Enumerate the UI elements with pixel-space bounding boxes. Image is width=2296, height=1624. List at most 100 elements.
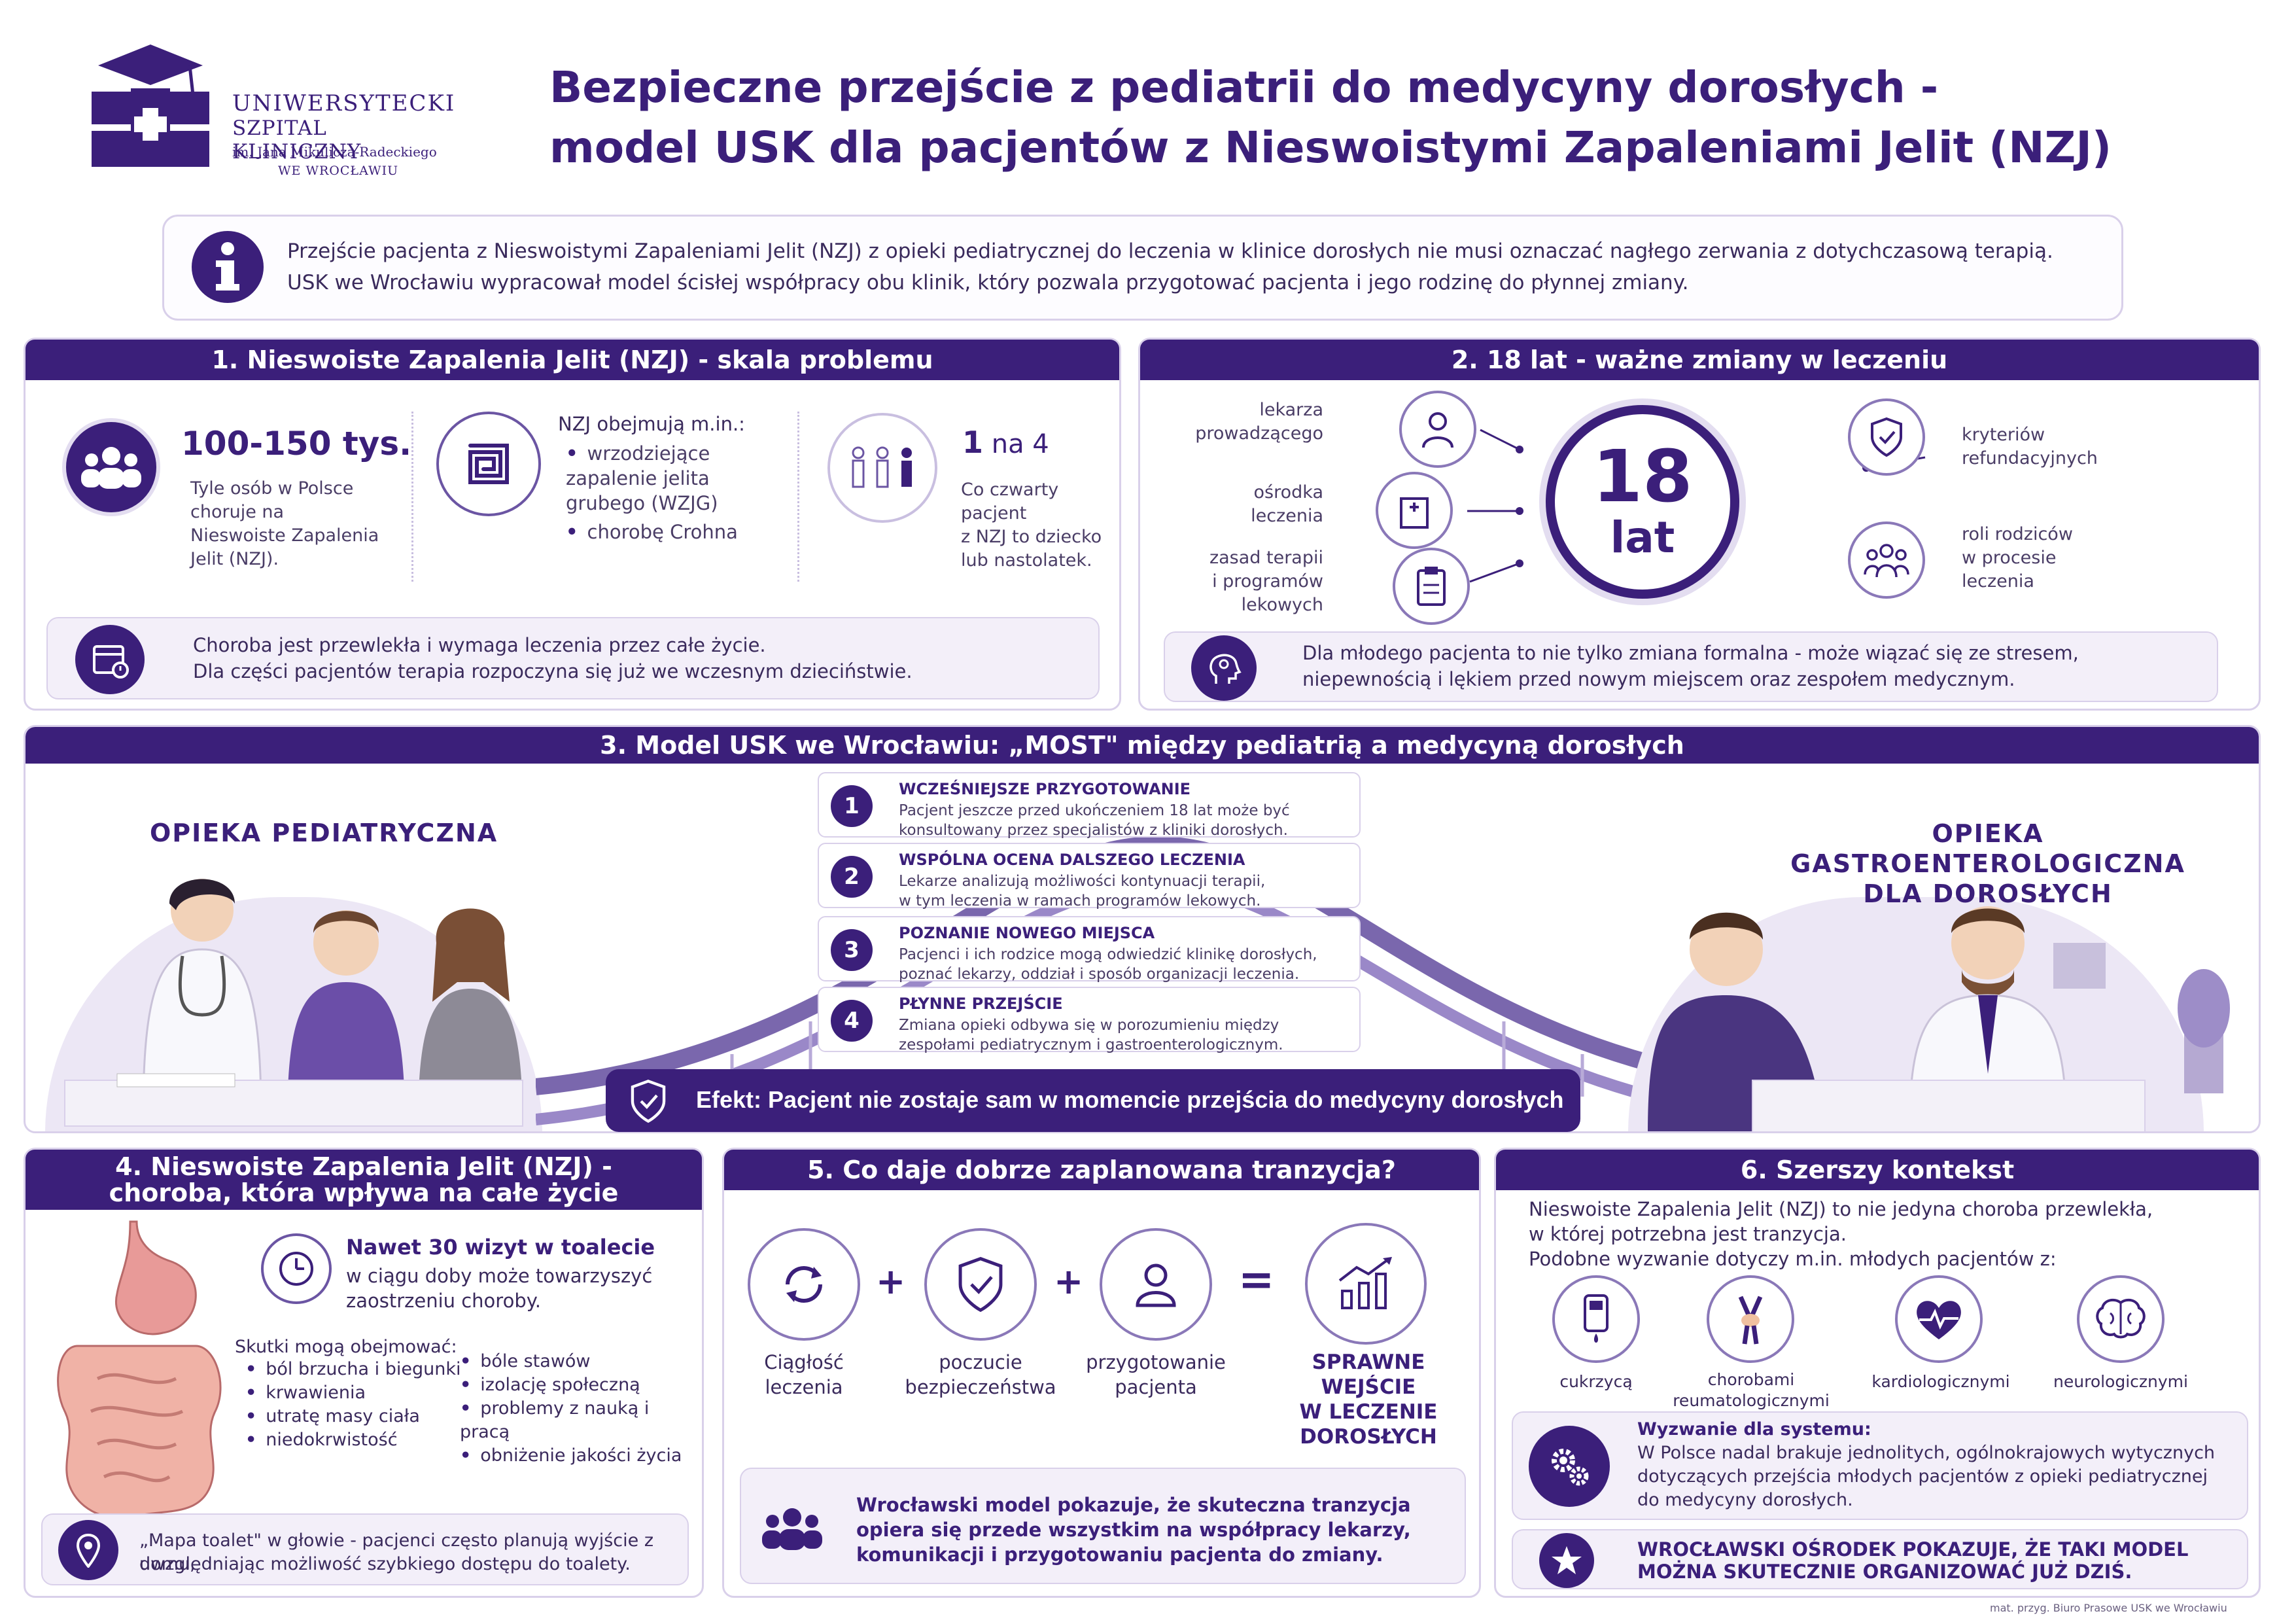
logo-line2: SZPITAL KLINICZNY <box>232 116 362 164</box>
note-line1: „Mapa toalet" w głowie - pacjenci często… <box>139 1530 653 1574</box>
note-text: Wrocławski model pokazuje, że skuteczna … <box>856 1492 1411 1567</box>
glucometer-icon <box>1552 1275 1640 1363</box>
section-2-heading: 2. 18 lat - ważne zmiany w leczeniu <box>1140 340 2259 380</box>
effects-item: bóle stawów <box>460 1350 702 1373</box>
step-number: 1 <box>831 785 873 827</box>
item-continuity: Ciągłość leczenia <box>737 1350 871 1400</box>
pediatric-illustration: OPIEKA PEDIATRYCZNA <box>26 819 568 1131</box>
pediatric-label: OPIEKA PEDIATRYCZNA <box>150 819 498 847</box>
hospital-icon <box>1376 472 1453 549</box>
includes-label: NZJ obejmują m.in.: <box>558 413 745 435</box>
step-text-line: Zmiana opieki odbywa się w porozumieniu … <box>899 1017 1279 1034</box>
effects-item: ból brzucha i biegunki <box>245 1358 461 1381</box>
item-preparation: przygotowanie pacjenta <box>1077 1350 1234 1400</box>
visits-text-line: w ciągu doby może towarzyszyć <box>346 1265 653 1287</box>
ratio-text-line: z NZJ to dziecko <box>961 527 1102 547</box>
step-card-3: 3 POZNANIE NOWEGO MIEJSCA Pacjenci i ich… <box>818 916 1361 983</box>
left-item-line: ośrodka <box>1253 482 1323 503</box>
context-line: Podobne wyzwanie dotyczy m.in. młodych p… <box>1529 1248 2057 1270</box>
ratio-number: 1 <box>962 425 984 460</box>
section-4-note: „Mapa toalet" w głowie - pacjenci często… <box>41 1513 689 1585</box>
heart-icon <box>1895 1275 1983 1363</box>
item-safety: poczucie bezpieczeństwa <box>896 1350 1066 1400</box>
item-line: poczucie <box>939 1351 1022 1373</box>
section-6-final: WROCŁAWSKI OŚRODEK POKAZUJE, ŻE TAKI MOD… <box>1512 1529 2248 1589</box>
item-line: bezpieczeństwa <box>905 1376 1056 1398</box>
ratio-text-line: Co czwarty <box>961 480 1059 500</box>
section-5-panel: 5. Co daje dobrze zaplanowana tranzycja?… <box>722 1148 1481 1598</box>
parents-icon <box>1848 521 1925 599</box>
step-text: Pacjent jeszcze przed ukończeniem 18 lat… <box>899 801 1350 840</box>
effects-list-2: bóle stawów izolację społeczną problemy … <box>460 1350 702 1468</box>
logo-line1: UNIWERSYTECKI <box>232 90 456 116</box>
person-icon <box>1100 1228 1212 1341</box>
divider <box>797 412 799 582</box>
stat-value: 100-150 tys. <box>181 425 412 463</box>
adult-label-line1: OPIEKA GASTROENTEROLOGICZNA <box>1790 819 2185 878</box>
effects-item: krwawienia <box>245 1381 461 1405</box>
clipboard-icon <box>1393 548 1470 625</box>
includes-list: wrzodziejące zapalenie jelita grubego (W… <box>566 441 775 544</box>
effect-banner: Efekt: Pacjent nie zostaje sam w momenci… <box>606 1069 1580 1132</box>
section-4-heading-line2: choroba, która wpływa na całe życie <box>109 1178 619 1207</box>
visits-text-line: zaostrzeniu choroby. <box>346 1290 541 1312</box>
age-number: 18 <box>1592 434 1693 518</box>
gears-icon <box>1529 1426 1610 1507</box>
section-3-heading: 3. Model USK we Wrocławiu: „MOST" między… <box>26 727 2259 764</box>
result-line: W LECZENIE <box>1299 1400 1438 1424</box>
location-pin-icon <box>58 1520 118 1580</box>
challenge-text: W Polsce nadal brakuje jednolitych, ogól… <box>1637 1441 2215 1512</box>
section-1-note: Choroba jest przewlekła i wymaga leczeni… <box>46 617 1100 699</box>
clock-icon <box>261 1233 332 1304</box>
condition-rheumatology: chorobami reumatologicznymi <box>1673 1369 1830 1411</box>
left-item-doctor: lekarza prowadzącego <box>1192 398 1323 446</box>
info-icon <box>192 231 264 303</box>
family-icon <box>827 413 937 523</box>
effects-list-1: ból brzucha i biegunki krwawienia utratę… <box>245 1358 461 1452</box>
page-title: Bezpieczne przejście z pediatrii do medy… <box>549 58 2112 178</box>
step-title: WSPÓLNA OCENA DALSZEGO LECZENIA <box>899 851 1245 869</box>
effects-item: obniżenie jakości życia <box>460 1444 702 1468</box>
adult-illustration: OPIEKA GASTROENTEROLOGICZNA DLA DOROSŁYC… <box>1602 819 2256 1131</box>
challenge-title: Wyzwanie dla systemu: <box>1637 1419 1871 1439</box>
intro-line2: USK we Wrocławiu wypracował model ścisłe… <box>287 271 1689 294</box>
step-text: Lekarze analizują możliwości kontynuacji… <box>899 872 1350 911</box>
right-item-line: w procesie <box>1962 548 2057 568</box>
right-item-line: refundacyjnych <box>1962 448 2098 468</box>
note-line2: niepewnością i lękiem przed nowym miejsc… <box>1302 668 2015 690</box>
item-line: leczenia <box>765 1376 843 1398</box>
plus-sign: + <box>1054 1261 1084 1302</box>
final-line: MOŻNA SKUTECZNIE ORGANIZOWAĆ JUŻ DZIŚ. <box>1637 1561 2132 1583</box>
section-6-challenge: Wyzwanie dla systemu: W Polsce nadal bra… <box>1512 1411 2248 1520</box>
ratio-text: Co czwarty pacjent z NZJ to dziecko lub … <box>961 478 1102 573</box>
step-text-line: konsultowany przez specjalistów z klinik… <box>899 822 1288 839</box>
growth-chart-icon <box>1305 1223 1427 1345</box>
visits-title: Nawet 30 wizyt w toalecie <box>346 1235 655 1260</box>
section-1-panel: 1. Nieswoiste Zapalenia Jelit (NZJ) - sk… <box>24 338 1121 711</box>
step-number: 4 <box>831 1000 873 1042</box>
condition-line: reumatologicznymi <box>1673 1391 1830 1410</box>
left-item-line: lekowych <box>1241 595 1323 615</box>
section-1-heading: 1. Nieswoiste Zapalenia Jelit (NZJ) - sk… <box>26 340 1119 380</box>
intro-box: Przejście pacjenta z Nieswoistymi Zapale… <box>162 215 2123 321</box>
stat-text-line: Tyle osób w Polsce <box>190 478 354 499</box>
left-item-therapy: zasad terapii i programów lekowych <box>1179 546 1323 617</box>
step-text-line: zespołami pediatrycznym i gastroenterolo… <box>899 1036 1283 1053</box>
section-6-heading: 6. Szerszy kontekst <box>1496 1150 2259 1190</box>
challenge-line: dotyczących przejścia młodych pacjentów … <box>1637 1466 2208 1487</box>
left-item-line: zasad terapii <box>1209 548 1323 568</box>
team-icon <box>759 1506 825 1551</box>
ratio-text-line: lub nastolatek. <box>961 550 1092 571</box>
people-icon <box>62 418 160 516</box>
star-icon <box>1539 1533 1594 1588</box>
step-text-line: Lekarze analizują możliwości kontynuacji… <box>899 873 1266 890</box>
item-line: przygotowanie <box>1086 1351 1226 1373</box>
right-item-parents: roli rodziców w procesie leczenia <box>1962 523 2073 593</box>
right-item-line: kryteriów <box>1962 425 2045 445</box>
right-item-refund: kryteriów refundacyjnych <box>1962 423 2098 470</box>
includes-item: wrzodziejące zapalenie jelita grubego (W… <box>566 441 775 516</box>
section-5-note: Wrocławski model pokazuje, że skuteczna … <box>740 1468 1466 1584</box>
step-title: WCZEŚNIEJSZE PRZYGOTOWANIE <box>899 780 1191 798</box>
step-text-line: Pacjenci i ich rodzice mogą odwiedzić kl… <box>899 946 1317 963</box>
stat-text-line: Nieswoiste Zapalenia <box>190 525 379 546</box>
